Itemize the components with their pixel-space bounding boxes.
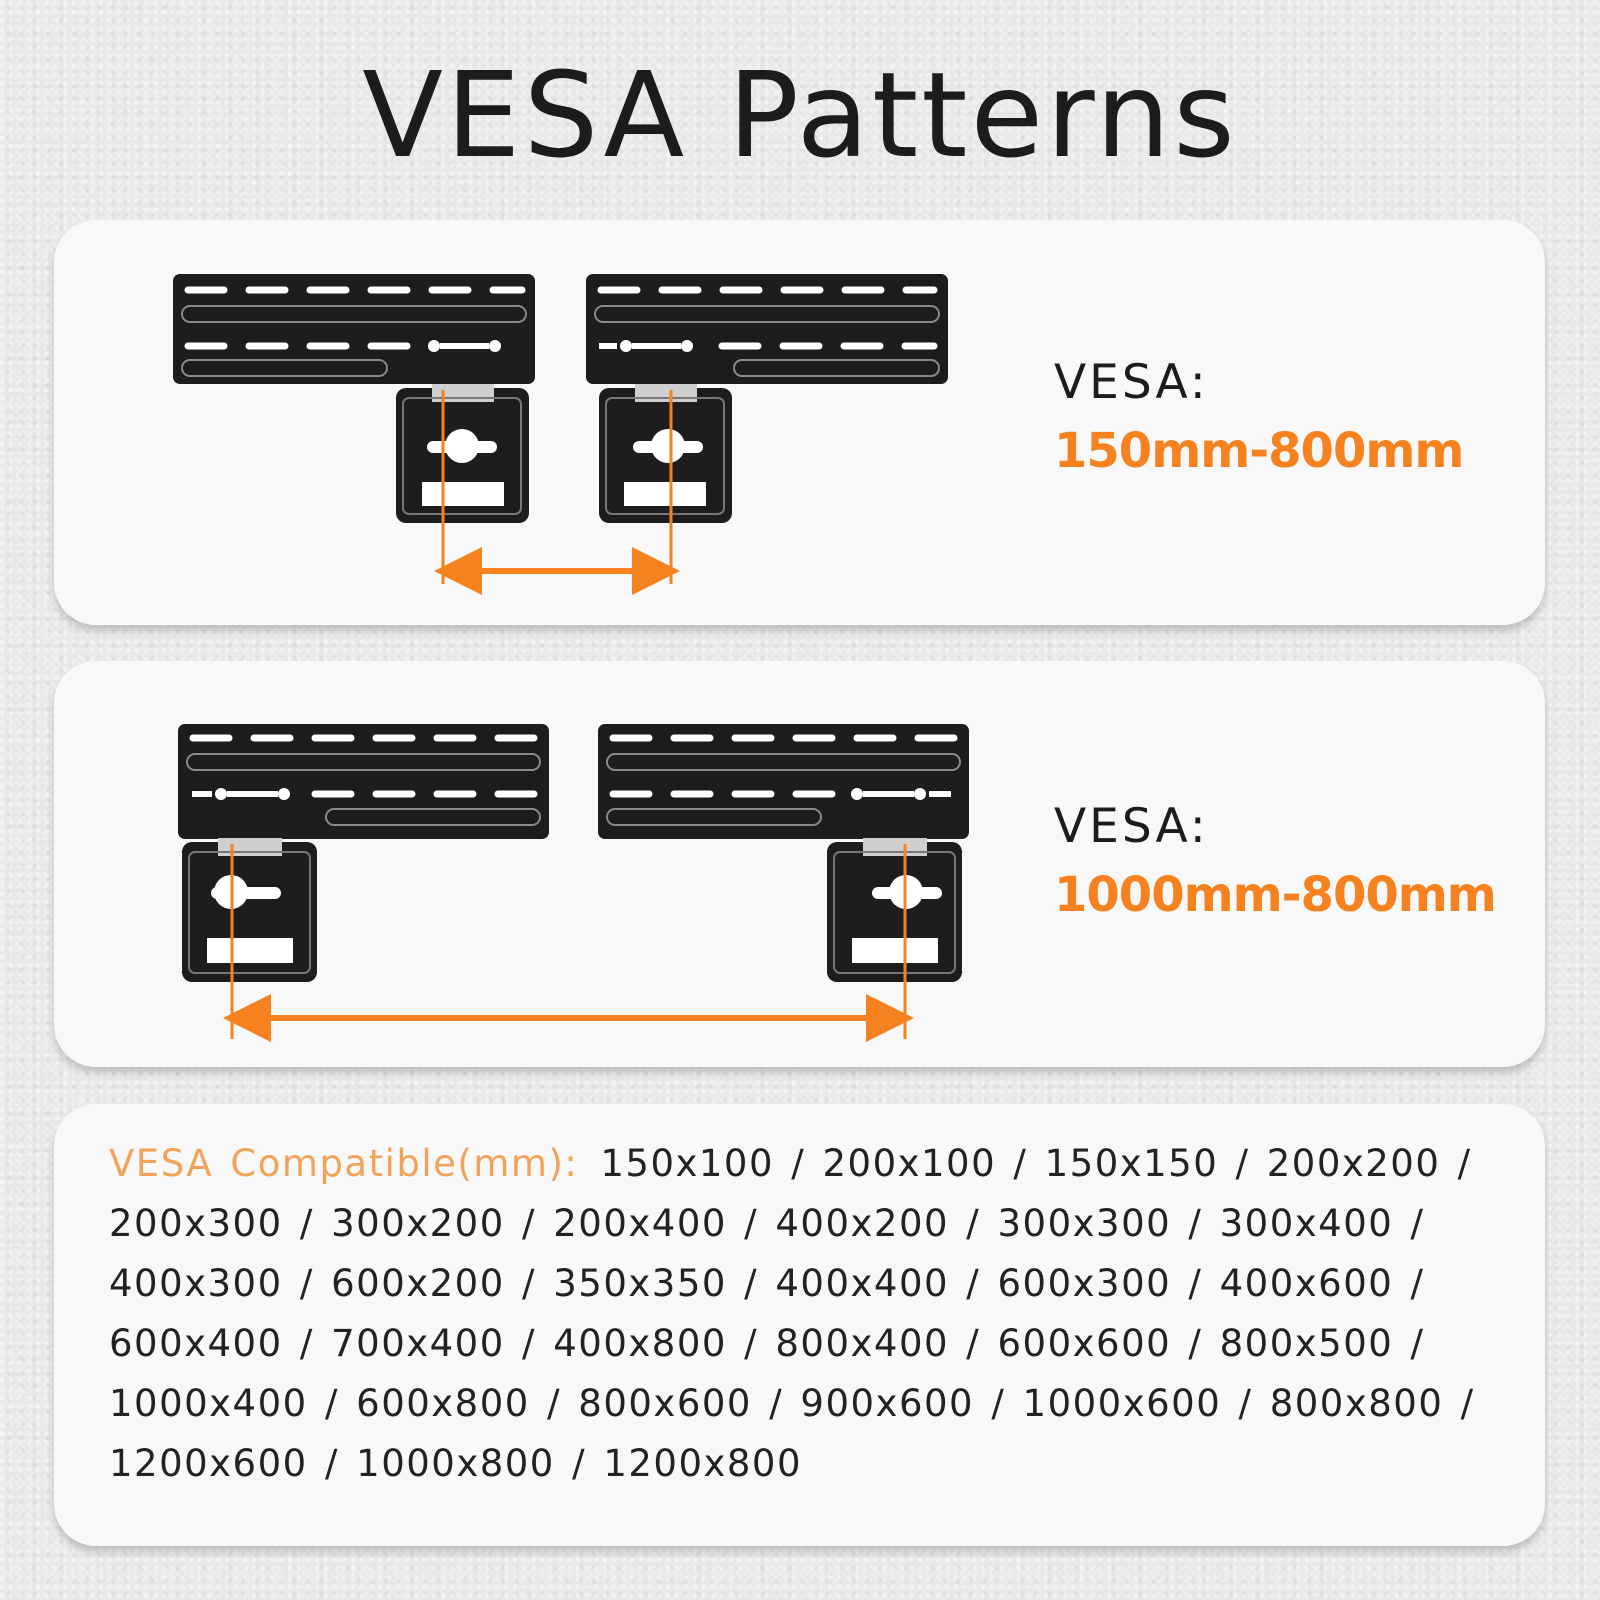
right-wall-plate	[586, 274, 948, 384]
bracket-diagram-wide	[178, 724, 969, 1042]
panel-wide-vesa: VESA: 1000mm-800mm	[54, 661, 1545, 1067]
panel-narrow-vesa: VESA: 150mm-800mm	[54, 220, 1545, 625]
spacing-dimension-arrow	[434, 390, 680, 595]
spec-wide: VESA: 1000mm-800mm	[1054, 797, 1497, 925]
compatibility-text: VESA Compatible(mm):150x100 / 200x100 / …	[109, 1134, 1509, 1494]
bracket-diagram-narrow	[173, 274, 948, 595]
right-hanger-bracket	[599, 384, 732, 523]
vesa-range-value: 150mm-800mm	[1054, 423, 1464, 479]
spacing-dimension-arrow	[223, 844, 914, 1042]
left-wall-plate	[178, 724, 549, 839]
left-hanger-bracket	[396, 384, 529, 523]
right-wall-plate	[598, 724, 969, 839]
spec-narrow: VESA: 150mm-800mm	[1054, 353, 1464, 481]
compatibility-label: VESA Compatible(mm):	[109, 1142, 579, 1185]
vesa-label: VESA:	[1054, 355, 1209, 410]
page-title: VESA Patterns	[362, 46, 1238, 184]
vesa-label: VESA:	[1054, 799, 1209, 854]
compatibility-list: 150x100 / 200x100 / 150x150 / 200x200 / …	[109, 1142, 1475, 1485]
vesa-range-value: 1000mm-800mm	[1054, 867, 1497, 923]
left-wall-plate	[173, 274, 535, 384]
right-hanger-bracket	[827, 838, 962, 982]
compatibility-panel: VESA Compatible(mm):150x100 / 200x100 / …	[54, 1104, 1545, 1546]
left-hanger-bracket	[182, 838, 317, 982]
